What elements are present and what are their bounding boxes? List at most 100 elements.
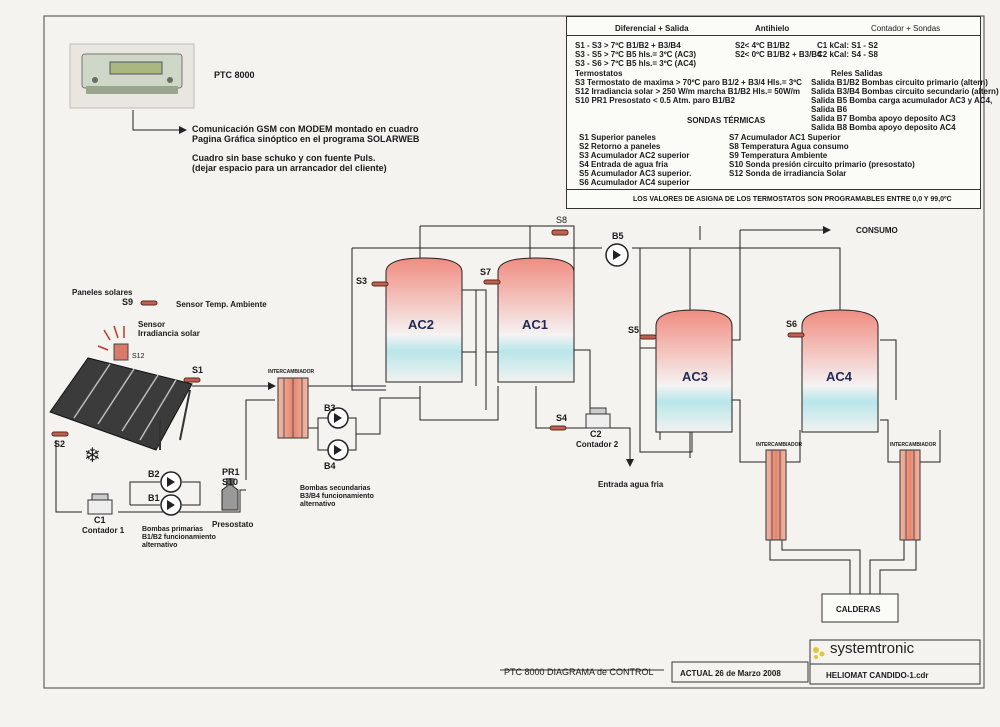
contador-rule: C1 kCal: S1 - S2 bbox=[817, 41, 878, 50]
diff-rule: S1 - S3 > 7ºC B1/B2 + B3/B4 bbox=[575, 41, 681, 50]
calderas-label: CALDERAS bbox=[836, 605, 881, 614]
sonda-item: S7 Acumulador AC1 Superior bbox=[729, 133, 841, 142]
snowflake-icon: ❄ bbox=[84, 443, 101, 467]
s10-label: S10 bbox=[222, 477, 239, 487]
sensor-irr-label: Irradiancia solar bbox=[138, 329, 200, 338]
rele-item: Salida B1/B2 Bombas circuito primario (a… bbox=[811, 78, 988, 87]
s6-label: S6 bbox=[786, 319, 798, 329]
sonda-item: S8 Temperatura Agua consumo bbox=[729, 142, 849, 151]
sonda-item: S3 Acumulador AC2 superior bbox=[579, 151, 690, 160]
sensor-irr-label: Sensor bbox=[138, 320, 166, 329]
s12-label: S12 bbox=[132, 353, 145, 360]
rele-item: Salida B5 Bomba carga acumulador AC3 y A… bbox=[811, 96, 993, 105]
pressure-switch bbox=[221, 478, 239, 511]
controller-note: Pagina Gráfica sinóptico en el programa … bbox=[192, 134, 420, 144]
tank-ac2 bbox=[385, 257, 463, 383]
calderas-box bbox=[821, 593, 899, 623]
antihielo-rule: S2< 0ºC B1/B2 + B3/B4 bbox=[735, 50, 822, 59]
intercambiador-label: INTERCAMBIADOR bbox=[890, 442, 937, 448]
ac4-label: AC4 bbox=[826, 369, 853, 384]
controller-image bbox=[69, 43, 195, 109]
diff-rule: S3 - S5 > 7ºC B5 hls.= 3ºC (AC3) bbox=[575, 50, 696, 59]
b2-label: B2 bbox=[148, 469, 160, 479]
s4-label: S4 bbox=[556, 413, 568, 423]
b1-label: B1 bbox=[148, 493, 160, 503]
counter-c2 bbox=[585, 407, 611, 429]
b3-label: B3 bbox=[324, 403, 336, 413]
c1-label: C1 bbox=[94, 515, 106, 525]
footer-title: PTC 8000 DIAGRAMA de CONTROL bbox=[504, 667, 654, 677]
s5-label: S5 bbox=[628, 325, 640, 335]
s7-label: S7 bbox=[480, 267, 492, 277]
brand-name: systemtronic bbox=[830, 640, 915, 657]
pump-b2 bbox=[160, 471, 182, 493]
bombas-primarias-label: Bombas primarias bbox=[142, 526, 204, 533]
antihielo-rule: S2< 4ºC B1/B2 bbox=[735, 41, 790, 50]
sondas-title: SONDAS TÉRMICAS bbox=[687, 116, 766, 125]
rele-item: Salida B6 bbox=[811, 105, 848, 114]
tank-ac3 bbox=[655, 309, 733, 433]
date-box bbox=[671, 661, 809, 683]
intercambiador-label: INTERCAMBIADOR bbox=[268, 369, 315, 375]
controller-note: Comunicación GSM con MODEM montado en cu… bbox=[192, 124, 419, 134]
legend-diferencial-title: Diferencial + Salida bbox=[615, 24, 689, 33]
pr1-label: PR1 bbox=[222, 467, 240, 477]
bombas-primarias-label: B1/B2 funcionamiento bbox=[142, 534, 216, 541]
sonda-item: S4 Entrada de agua fria bbox=[579, 160, 668, 169]
file-name: HELIOMAT CANDIDO-1.cdr bbox=[826, 671, 929, 680]
drawing-frame bbox=[43, 15, 985, 689]
legend-contador-title: Contador + Sondas bbox=[871, 24, 941, 33]
sensor-bulbs bbox=[51, 229, 805, 437]
intercambiador-label: INTERCAMBIADOR bbox=[756, 442, 803, 448]
b4-label: B4 bbox=[324, 461, 336, 471]
b5-label: B5 bbox=[612, 231, 624, 241]
ac1-label: AC1 bbox=[522, 317, 549, 332]
contador-rule: C2 kCal: S4 - S8 bbox=[817, 50, 878, 59]
counter-c1 bbox=[87, 493, 113, 515]
tank-ac1 bbox=[497, 257, 575, 383]
reles-title: Reles Salidas bbox=[831, 69, 883, 78]
contador1-label: Contador 1 bbox=[82, 526, 125, 535]
s9-label: S9 bbox=[122, 297, 134, 307]
irradiance-sensor bbox=[97, 325, 129, 361]
diff-rule: S3 - S6 > 7ºC B5 hls.= 3ºC (AC4) bbox=[575, 59, 696, 68]
brand-box bbox=[809, 639, 981, 685]
c2-label: C2 bbox=[590, 429, 602, 439]
legend-note: LOS VALORES DE ASIGNA DE LOS TERMOSTATOS… bbox=[633, 196, 952, 203]
paneles-label: Paneles solares bbox=[72, 288, 133, 297]
controller-arrow bbox=[132, 110, 187, 134]
secondary-circuit-pipes bbox=[308, 225, 634, 467]
ac2-label: AC2 bbox=[408, 317, 435, 332]
legend-panel: Diferencial + Salida Antihielo Contador … bbox=[566, 16, 999, 209]
presostato-label: Presostato bbox=[212, 520, 254, 529]
sonda-item: S5 Acumulador AC3 superior. bbox=[579, 169, 692, 178]
pump-b1 bbox=[160, 494, 182, 516]
distribution-pipes bbox=[600, 226, 941, 594]
heat-exchanger-2 bbox=[765, 449, 787, 541]
systemtronic-logo-icon bbox=[813, 647, 825, 659]
controller-note: Cuadro sin base schuko y con fuente Puls… bbox=[192, 153, 376, 163]
pump-b5 bbox=[605, 243, 629, 267]
pump-b4 bbox=[327, 439, 349, 461]
sonda-item: S6 Acumulador AC4 superior bbox=[579, 178, 690, 187]
s2-label: S2 bbox=[54, 439, 66, 449]
sonda-item: S12 Sonda de irradiancia Solar bbox=[729, 169, 847, 178]
pump-b3 bbox=[327, 407, 349, 429]
sonda-item: S9 Temperatura Ambiente bbox=[729, 151, 828, 160]
termostato-item: S12 Irradiancia solar > 250 W/m marcha B… bbox=[575, 87, 800, 96]
rele-item: Salida B8 Bomba apoyo deposito AC4 bbox=[811, 123, 956, 132]
solar-panel-array bbox=[49, 357, 193, 451]
termostato-item: S3 Termostato de maxima > 70ºC paro B1/2… bbox=[575, 78, 802, 87]
rele-item: Salida B7 Bomba apoyo deposito AC3 bbox=[811, 114, 956, 123]
s3-label: S3 bbox=[356, 276, 368, 286]
sonda-item: S1 Superior paneles bbox=[579, 133, 656, 142]
entrada-agua-label: Entrada agua fria bbox=[598, 480, 664, 489]
rele-item: Salida B3/B4 Bombas circuito secundario … bbox=[811, 87, 999, 96]
s8-label: S8 bbox=[556, 215, 568, 225]
sensor-temp-label: Sensor Temp. Ambiente bbox=[176, 300, 267, 309]
termostatos-title: Termostatos bbox=[575, 69, 623, 78]
primary-circuit-pipes bbox=[55, 382, 276, 513]
contador2-label: Contador 2 bbox=[576, 440, 619, 449]
bombas-primarias-label: alternativo bbox=[142, 542, 178, 549]
controller-name: PTC 8000 bbox=[214, 70, 255, 80]
